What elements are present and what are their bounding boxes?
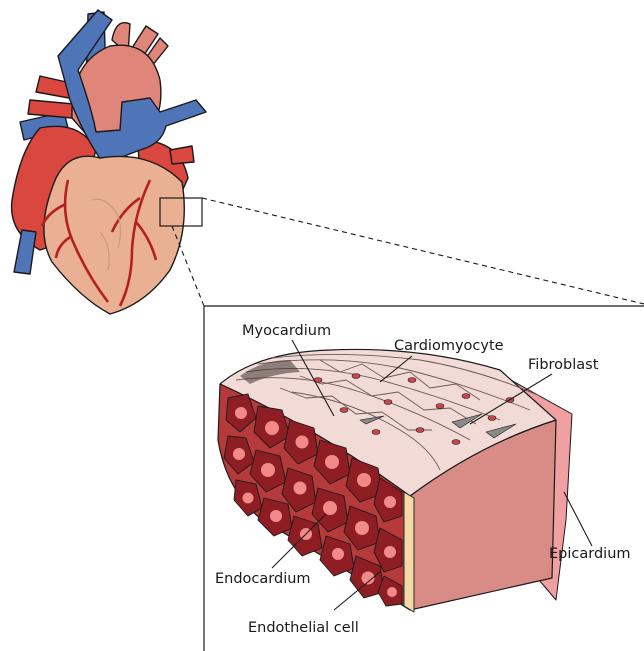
pulmonary-vein-lower <box>28 100 74 118</box>
right-pulmonary-branch <box>170 146 194 164</box>
label-endocardium: Endocardium <box>215 571 311 587</box>
zoom-lines <box>172 198 644 306</box>
inferior-vena-cava <box>14 230 36 274</box>
boundary-layer <box>404 492 414 612</box>
heart-illustration <box>12 10 206 314</box>
label-endothelial-cell: Endothelial cell <box>248 620 359 636</box>
label-cardiomyocyte: Cardiomyocyte <box>394 338 504 354</box>
label-myocardium: Myocardium <box>242 323 331 339</box>
epicardium-leader <box>564 492 592 546</box>
label-fibroblast: Fibroblast <box>528 357 599 373</box>
label-epicardium: Epicardium <box>549 546 631 562</box>
ventricles <box>44 156 184 314</box>
